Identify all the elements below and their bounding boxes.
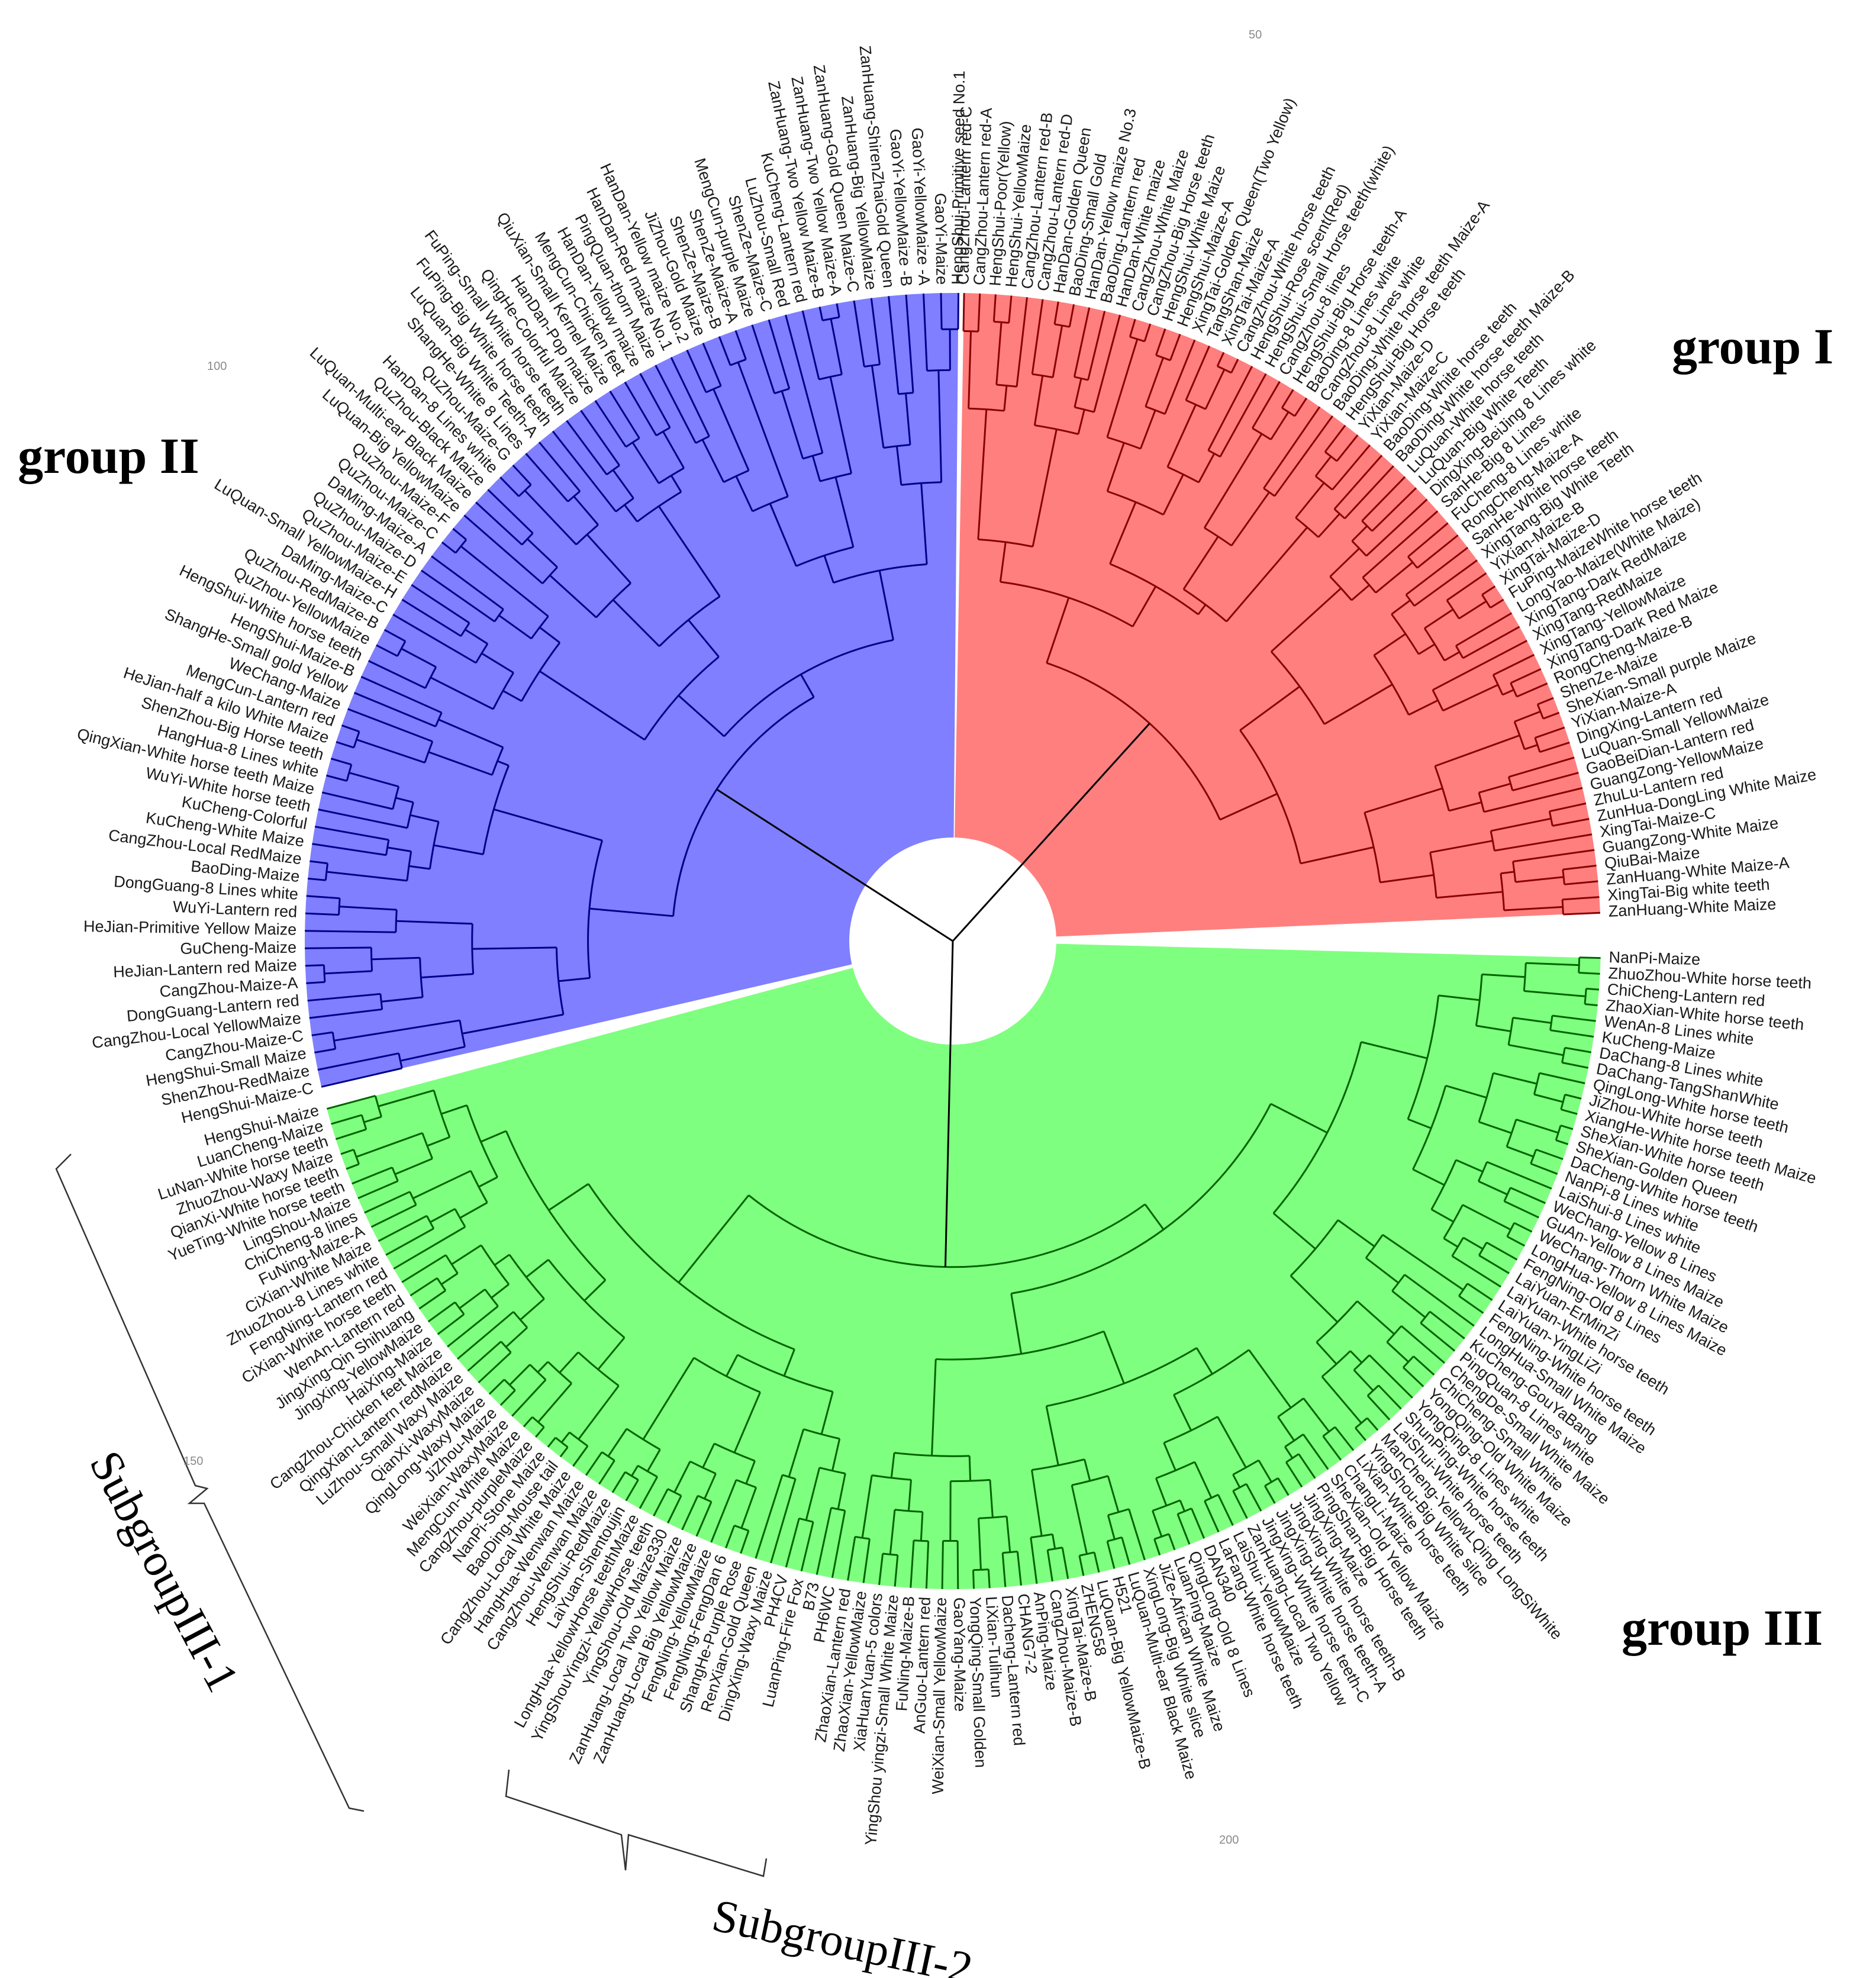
- subgroup-III-2-label: SubgroupIII-2: [708, 1889, 977, 1978]
- subgroup-III-1-label: SubgroupIII-1: [80, 1442, 249, 1700]
- group-title-I: group I: [1672, 318, 1834, 375]
- scale-ticks: 50 100 150 200: [183, 28, 1262, 1847]
- leaf-label: HengShui-Primitive seed No.1: [949, 70, 968, 285]
- scale-tick: 150: [183, 1455, 203, 1468]
- group-title-II: group II: [18, 427, 199, 484]
- leaf-label: CangZhou-Lantern red-C: [954, 106, 975, 285]
- subgroup-III-1-bracket: [55, 1154, 365, 1812]
- group-title-III: group III: [1622, 1599, 1823, 1656]
- leaf-label: GaoYi-Maize: [931, 193, 951, 285]
- subgroup-III-2-bracket: [505, 1769, 768, 1877]
- leaf-label: NanPi-Maize: [1609, 948, 1700, 968]
- leaf-label: WeiXian-Small YellowMaize: [929, 1597, 950, 1795]
- leaf-label: GuCheng-Maize: [180, 939, 296, 958]
- tree-branches: [305, 293, 1601, 1589]
- group-II-sector: [304, 293, 959, 1087]
- leaf-label: GaoYang-Maize: [950, 1597, 969, 1712]
- leaf-label: HeJian-Primitive Yellow Maize: [83, 917, 297, 939]
- scale-tick: 50: [1249, 28, 1262, 41]
- scale-tick: 200: [1219, 1834, 1239, 1847]
- scale-tick: 100: [207, 360, 227, 373]
